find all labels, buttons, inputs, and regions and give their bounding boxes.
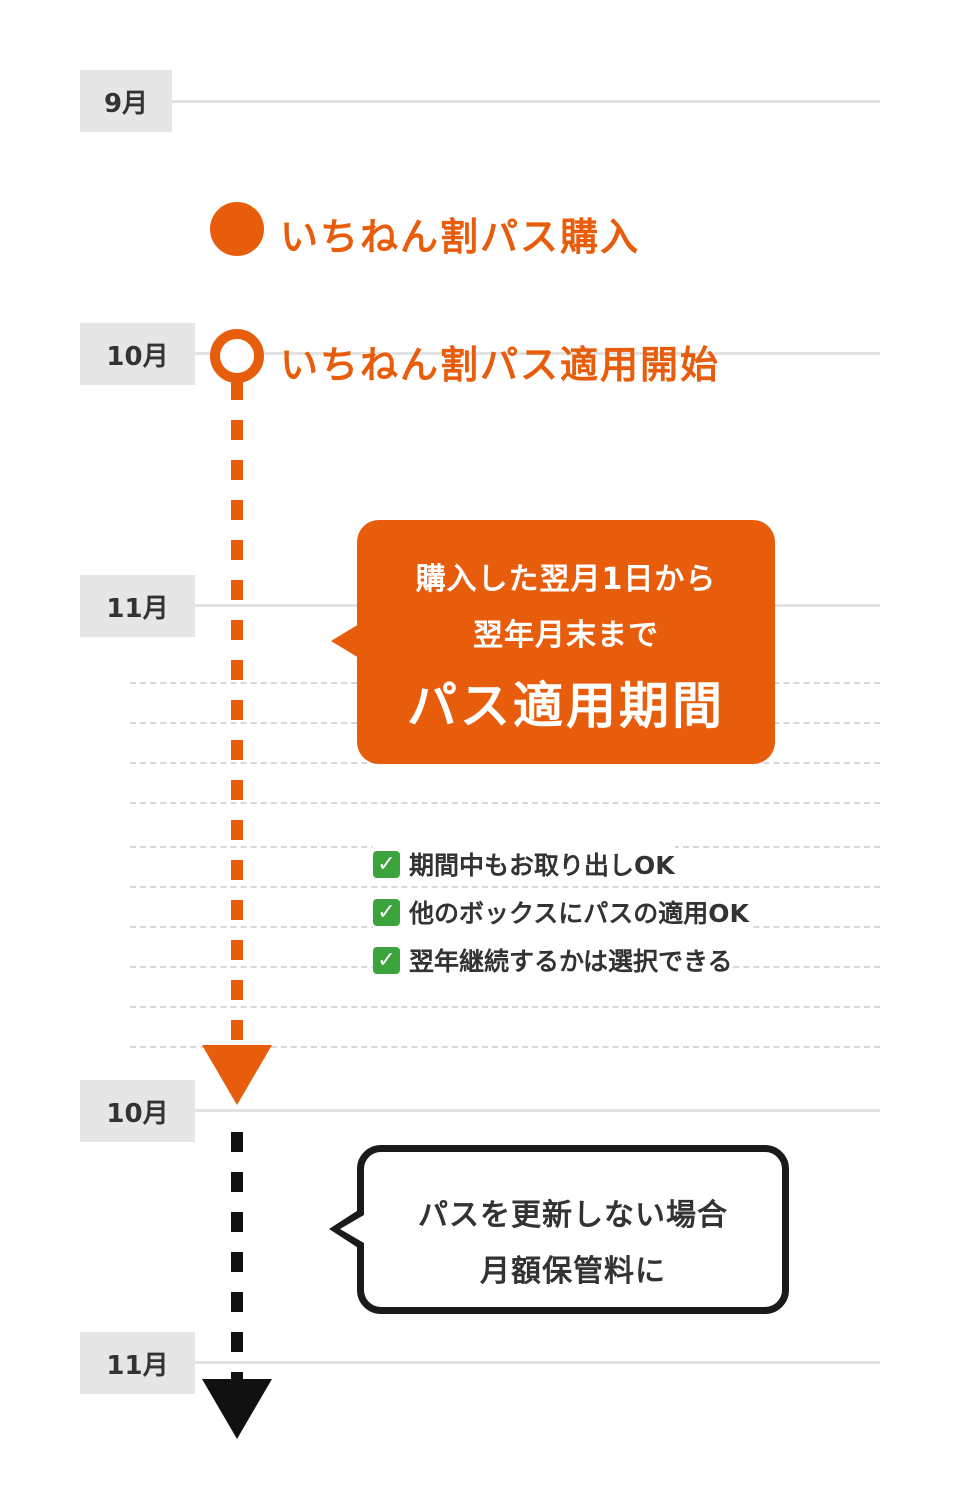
month-label-nov: 11月 xyxy=(80,575,195,637)
purchase-dot-icon xyxy=(210,202,264,256)
month-label-oct-next: 10月 xyxy=(80,1080,195,1142)
post-pass-dashed-line xyxy=(231,1132,243,1382)
month-line-nov-next xyxy=(195,1361,880,1364)
bubble-line-1: 購入した翌月1日から xyxy=(415,562,717,597)
month-line-oct xyxy=(195,352,880,355)
renewal-line-1: パスを更新しない場合 xyxy=(418,1198,728,1233)
benefit-label: 翌年継続するかは選択できる xyxy=(409,947,733,976)
start-label: いちねん割パス適用開始 xyxy=(280,343,721,387)
dotted-line xyxy=(130,1046,880,1048)
benefit-item: ✓ 翌年継続するかは選択できる xyxy=(373,942,733,978)
arrow-down-icon xyxy=(202,1379,272,1439)
check-mark-icon: ✓ xyxy=(373,850,400,878)
dotted-line xyxy=(130,1006,880,1008)
month-line-oct-next xyxy=(195,1109,880,1112)
renewal-line-2: 月額保管料に xyxy=(480,1254,666,1289)
month-label-sep: 9月 xyxy=(80,70,172,132)
benefit-item: ✓ 他のボックスにパスの適用OK xyxy=(373,894,749,930)
pass-period-bubble: 購入した翌月1日から 翌年月末まで パス適用期間 xyxy=(331,520,775,764)
bubble-line-2: 翌年月末まで xyxy=(473,618,659,653)
dotted-line xyxy=(130,886,880,888)
bubble-heading: パス適用期間 xyxy=(407,677,725,735)
start-ring-icon xyxy=(210,329,264,383)
benefit-item: ✓ 期間中もお取り出しOK xyxy=(373,846,675,882)
month-label-oct: 10月 xyxy=(80,323,195,385)
month-label-nov-next: 11月 xyxy=(80,1332,195,1394)
benefit-label: 他のボックスにパスの適用OK xyxy=(409,899,749,928)
month-line-sep xyxy=(172,100,880,103)
dotted-line xyxy=(130,802,880,804)
pass-period-dashed-line xyxy=(231,380,243,1060)
benefit-label: 期間中もお取り出しOK xyxy=(409,851,675,880)
renewal-bubble: パスを更新しない場合 月額保管料に xyxy=(329,1145,789,1314)
check-mark-icon: ✓ xyxy=(373,898,400,926)
purchase-label: いちねん割パス購入 xyxy=(280,215,641,259)
check-mark-icon: ✓ xyxy=(373,946,400,974)
arrow-down-icon xyxy=(202,1045,272,1105)
